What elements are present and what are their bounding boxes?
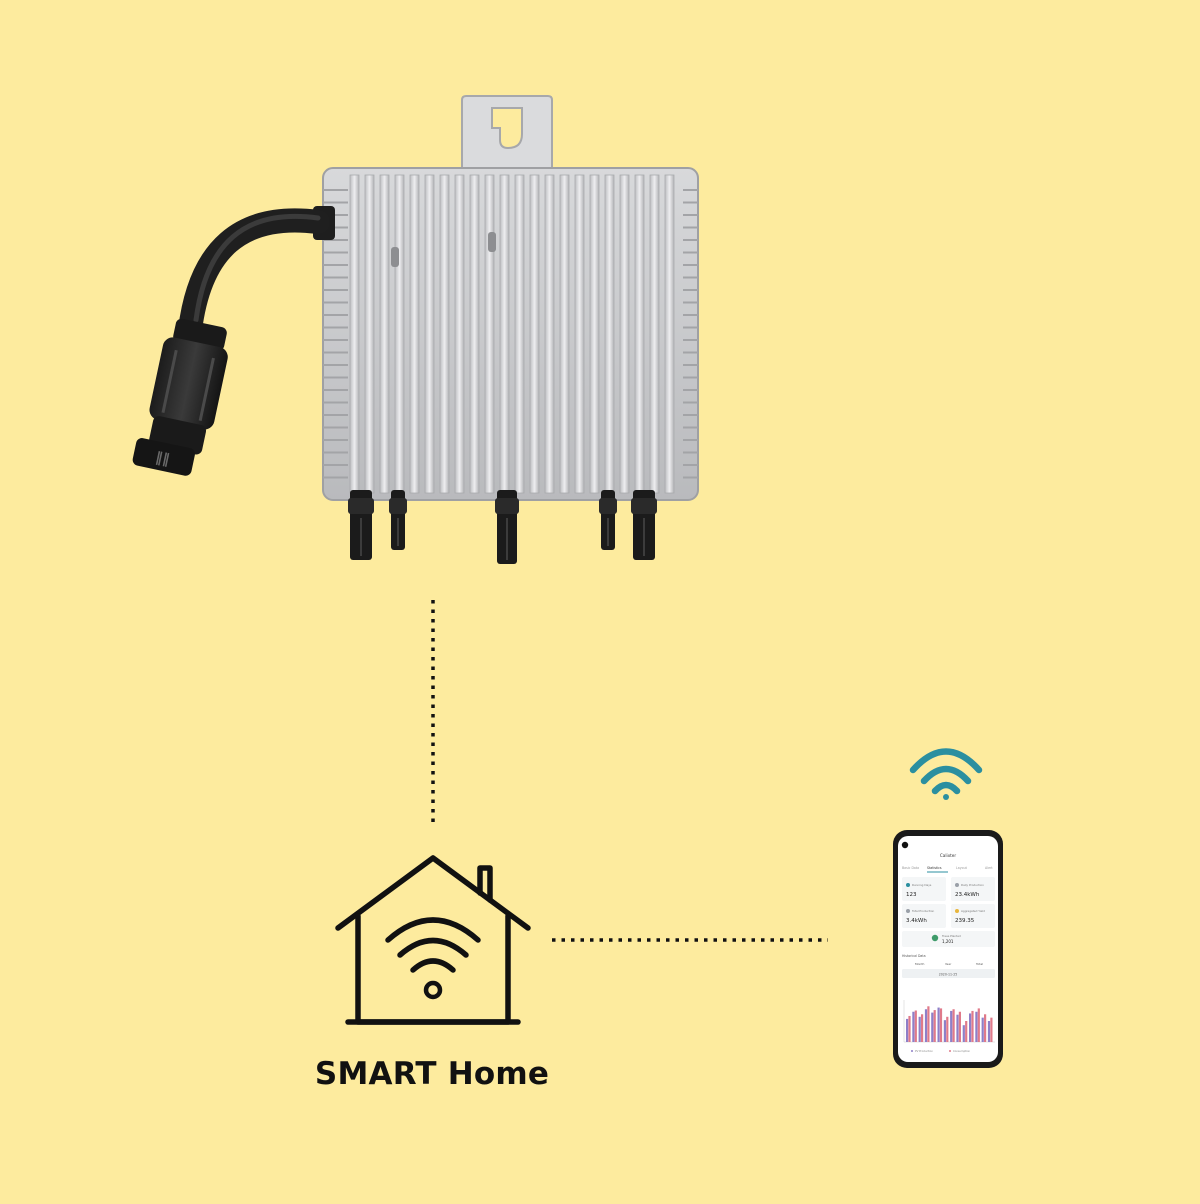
range-tab-year[interactable]: Year [945, 962, 952, 966]
heatsink-fin [574, 174, 585, 494]
date-selector[interactable]: 2020-11-25 [939, 973, 958, 977]
card-value: 239.35 [955, 918, 975, 924]
svg-text:‖‖: ‖‖ [154, 449, 171, 468]
chart-bar-b [958, 1011, 961, 1042]
card-value: 123 [906, 892, 917, 898]
heatsink-fin [484, 174, 495, 494]
chart-bar-a [975, 1011, 978, 1042]
card-value: 1,201 [942, 939, 954, 944]
range-tab-month[interactable]: Month [915, 962, 925, 966]
phone-tabs: Basic Data Statistics Layout Alert [902, 866, 993, 873]
dc-connector [389, 490, 407, 550]
tab-layout[interactable]: Layout [956, 866, 968, 870]
dc-connector [631, 490, 657, 560]
bolt [391, 247, 399, 267]
phone-header: Calixter [940, 853, 957, 858]
mounting-bracket [461, 95, 553, 173]
dc-connectors [348, 490, 657, 564]
heatsink-fin [514, 174, 525, 494]
chart-bar-a [937, 1007, 940, 1042]
chart-bar-b [971, 1010, 974, 1042]
heatsink-fin [364, 174, 375, 494]
card-label: Running Days [912, 883, 932, 887]
card-label: Daily Production [961, 883, 984, 887]
dc-connector [495, 490, 519, 564]
chart-bar-b [914, 1010, 917, 1042]
chart-bar-b [939, 1008, 943, 1042]
chart-bar-b [984, 1014, 987, 1042]
phone-bar-chart [903, 1000, 995, 1043]
heatsink-fin [469, 174, 480, 494]
chart-bar-b [952, 1009, 955, 1042]
heatsink-fin [394, 174, 405, 494]
heatsink-fin [379, 174, 390, 494]
smart-home-label: SMART Home [314, 1056, 550, 1092]
chart-bar-a [906, 1018, 909, 1042]
heatsink-fin [439, 174, 450, 494]
card-label: Aggregated Yield [961, 909, 985, 913]
heatsink-fin [634, 174, 645, 494]
chart-bar-b [965, 1021, 968, 1042]
heatsink-fin [604, 174, 615, 494]
chart-bar-b [977, 1008, 980, 1042]
chart-bar-b [927, 1006, 930, 1042]
chart-bar-a [931, 1012, 934, 1042]
chart-bar-b [908, 1015, 911, 1042]
heatsink-fin [499, 174, 510, 494]
wifi-icon [909, 748, 983, 800]
dc-connector [599, 490, 617, 550]
wifi-icon [385, 917, 481, 943]
section-title: Historical Data [902, 954, 926, 958]
chart-bar-b [921, 1014, 924, 1042]
chart-legend: PV Production Consumption [911, 1049, 971, 1053]
heatsink-fin [529, 174, 540, 494]
heatsink-fin [349, 174, 360, 494]
side-ribs [323, 189, 698, 479]
heatsink-fin [454, 174, 465, 494]
card-label: Total Production [911, 909, 935, 913]
smartphone-icon: Calixter Basic Data Statistics Layout Al… [893, 830, 1003, 1068]
chart-bar-a [962, 1025, 965, 1042]
legend-item: PV Production [915, 1049, 933, 1053]
chart-bar-a [956, 1014, 959, 1042]
chart-bar-a [987, 1021, 991, 1042]
tab-alert[interactable]: Alert [985, 866, 993, 870]
chart-bar-b [933, 1010, 936, 1042]
chart-bar-a [969, 1013, 972, 1042]
heatsink-fins [349, 174, 675, 494]
card-label: Trees Planted [941, 934, 961, 938]
stat-cards: Running Days 123 Daily Production 23.4kW… [902, 877, 995, 947]
chart-bar-a [950, 1010, 953, 1042]
heatsink-fin [664, 174, 675, 494]
heatsink-fin [649, 174, 660, 494]
tab-basic-data[interactable]: Basic Data [902, 866, 919, 870]
chart-bar-b [946, 1016, 949, 1042]
heatsink-fin [409, 174, 420, 494]
heatsink-fin [589, 174, 600, 494]
chart-bar-a [924, 1009, 928, 1042]
tab-statistics[interactable]: Statistics [927, 866, 942, 870]
legend-item: Consumption [953, 1049, 971, 1053]
heatsink-fin [544, 174, 555, 494]
chart-bar-a [981, 1017, 984, 1042]
heatsink-fin [424, 174, 435, 494]
bolt [488, 232, 496, 252]
chart-bar-a [912, 1011, 915, 1042]
chart-bar-a [918, 1016, 921, 1042]
ac-connector: ‖‖ [132, 318, 228, 476]
microinverter-icon: ‖‖ [132, 95, 699, 564]
house-wifi-icon [335, 855, 531, 1025]
chart-bar-b [990, 1017, 993, 1042]
chart-bar-a [943, 1020, 946, 1042]
range-tab-total[interactable]: Total [975, 962, 983, 966]
dc-connector [348, 490, 374, 560]
card-value: 23.4kWh [955, 892, 980, 898]
card-value: 3.4kWh [906, 918, 927, 924]
range-tabs: Month Year Total [915, 962, 983, 966]
heatsink-fin [619, 174, 630, 494]
heatsink-fin [559, 174, 570, 494]
